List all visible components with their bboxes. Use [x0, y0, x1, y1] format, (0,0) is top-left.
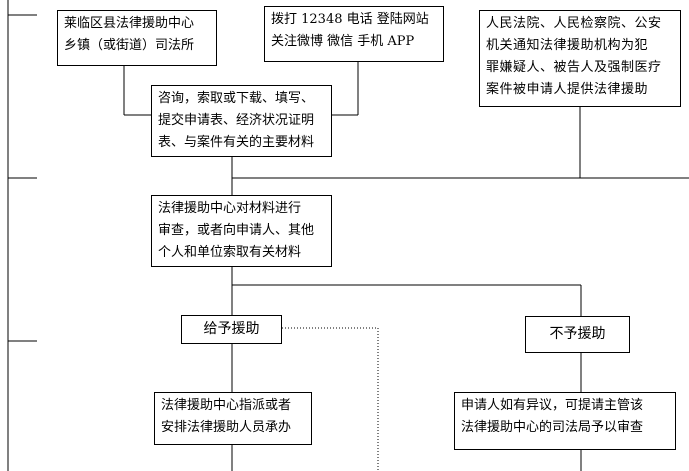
box-line: 个人和单位索取有关材料	[158, 245, 302, 260]
deny-label: 不予援助	[549, 326, 606, 342]
box-line: 乡镇（或街道）司法所	[64, 38, 195, 53]
review-box: 法律援助中心对材料进行 审查，或者向申请人、其他 个人和单位索取有关材料	[151, 195, 332, 267]
box-line: 机关通知法律援助机构为犯	[486, 38, 649, 53]
box-line: 拨打 12348 电话 登陆网站	[271, 12, 429, 27]
box-line: 申请人如有异议，可提请主管该	[461, 398, 644, 413]
apply-center-box: 莱临区县法律援助中心 乡镇（或街道）司法所	[57, 10, 217, 66]
box-line: 法律援助中心的司法局予以审查	[461, 420, 644, 435]
deny-aid-box: 不予援助	[525, 316, 630, 353]
box-line: 关注微博 微信 手机 APP	[271, 34, 415, 49]
box-line: 审查，或者向申请人、其他	[158, 223, 315, 238]
grant-label: 给予援助	[203, 321, 260, 337]
hotline-box: 拨打 12348 电话 登陆网站 关注微博 微信 手机 APP	[264, 6, 444, 62]
box-line: 法律援助中心指派或者	[161, 398, 292, 413]
assign-lawyer-box: 法律援助中心指派或者 安排法律援助人员承办	[154, 392, 312, 445]
box-line: 提交申请表、经济状况证明	[158, 113, 315, 128]
box-line: 案件被申请人提供法律援助	[486, 82, 649, 97]
box-line: 罪嫌疑人、被告人及强制医疗	[486, 60, 662, 75]
box-line: 安排法律援助人员承办	[161, 420, 292, 435]
submit-materials-box: 咨询，索取或下载、填写、 提交申请表、经济状况证明 表、与案件有关的主要材料	[151, 85, 332, 157]
box-line: 法律援助中心对材料进行	[158, 201, 302, 216]
box-line: 表、与案件有关的主要材料	[158, 135, 315, 150]
box-line: 咨询，索取或下载、填写、	[158, 91, 315, 106]
objection-box: 申请人如有异议，可提请主管该 法律援助中心的司法局予以审查	[454, 392, 676, 450]
box-line: 莱临区县法律援助中心	[64, 16, 195, 31]
court-notice-box: 人民法院、人民检察院、公安 机关通知法律援助机构为犯 罪嫌疑人、被告人及强制医疗…	[479, 10, 681, 107]
grant-aid-box: 给予援助	[181, 315, 282, 344]
box-line: 人民法院、人民检察院、公安	[486, 16, 662, 31]
